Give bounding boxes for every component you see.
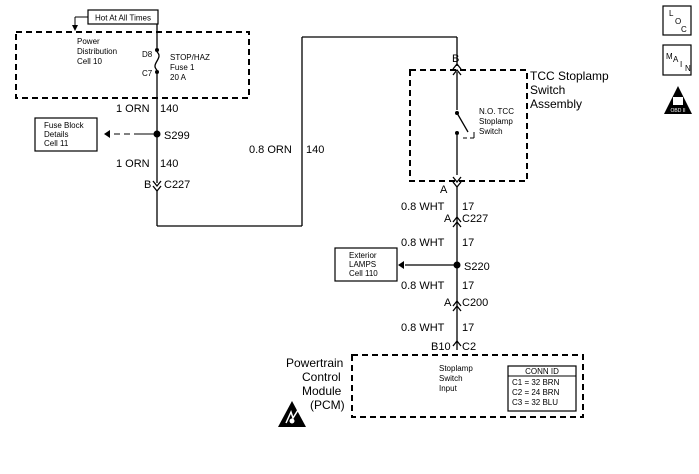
- esd-warning-icon: [278, 401, 306, 427]
- connector-b10-pin: B10: [431, 341, 451, 353]
- pd-line2: Distribution: [77, 47, 117, 56]
- switch-line2: Stoplamp: [479, 117, 513, 126]
- wire-right-2-circuit: 17: [462, 237, 474, 249]
- pcm-box: Powertrain Control Module (PCM) Stoplamp…: [286, 354, 584, 418]
- fuse-icon: [154, 24, 160, 74]
- conn-id-table: CONN ID C1 = 32 BRN C2 = 24 BRN C3 = 32 …: [507, 365, 577, 412]
- fuse-block-line3: Cell 11: [44, 139, 69, 148]
- wire-right-3-label: 0.8 WHT: [401, 280, 445, 292]
- splice-s220-dot: [453, 261, 461, 269]
- power-distribution-box: Power Distribution Cell 10 D8 C7 STOP/HA…: [15, 31, 250, 99]
- wire-middle-label: 0.8 ORN: [249, 144, 292, 156]
- obd-label: OBD II: [670, 108, 685, 114]
- main-icon[interactable]: M A I N: [662, 44, 692, 76]
- wire-right-1-label: 0.8 WHT: [401, 201, 445, 213]
- wire-middle-circuit: 140: [306, 144, 324, 156]
- switch-assembly-line3: Assembly: [530, 97, 582, 111]
- pcm-line3: Module: [302, 384, 342, 398]
- fuse-block-reference: Fuse Block Details Cell 11: [34, 117, 154, 152]
- connector-a-c200-name: C200: [462, 297, 488, 309]
- wire-right-3-circuit: 17: [462, 280, 474, 292]
- switch-assembly-box: TCC Stoplamp Switch Assembly B: [409, 53, 609, 182]
- wire-right-4-label: 0.8 WHT: [401, 322, 445, 334]
- conn-id-title: CONN ID: [525, 367, 559, 376]
- obd-ii-icon[interactable]: OBD II: [664, 86, 692, 114]
- switch-line3: Switch: [479, 127, 503, 136]
- right-wire: A 0.8 WHT 17 A C227 0.8 WHT 17 S220 0.8 …: [401, 176, 490, 353]
- loc-letter: O: [675, 17, 681, 26]
- splice-s220-label: S220: [464, 261, 490, 273]
- pd-line3: Cell 10: [77, 57, 102, 66]
- connector-a-c200-pin: A: [444, 297, 452, 309]
- connector-b-c227-name: C227: [164, 179, 190, 191]
- wire-right-2-label: 0.8 WHT: [401, 237, 445, 249]
- hot-at-all-times-label: Hot At All Times: [72, 9, 159, 31]
- main-letter: N: [685, 64, 691, 73]
- splice-s299-label: S299: [164, 130, 190, 142]
- switch-assembly-line1: TCC Stoplamp: [530, 69, 609, 83]
- conn-id-row: C3 = 32 BLU: [512, 398, 558, 407]
- switch-pin-b: B: [452, 53, 459, 65]
- wire-left-upper-label: 1 ORN: [116, 103, 150, 115]
- location-icon[interactable]: L O C: [662, 5, 692, 36]
- fuse-block-line1: Fuse Block: [44, 121, 85, 130]
- stoplamp-switch-icon: N.O. TCC Stoplamp Switch: [455, 107, 514, 175]
- exterior-line1: Exterior: [349, 251, 377, 260]
- wire-right-4-circuit: 17: [462, 322, 474, 334]
- main-letter: A: [673, 55, 679, 64]
- pcm-input-line3: Input: [439, 384, 458, 393]
- pcm-input-line2: Switch: [439, 374, 463, 383]
- connector-c2-name: C2: [462, 341, 476, 353]
- splice-s299-dot: [153, 130, 161, 138]
- pd-line1: Power: [77, 37, 100, 46]
- wire-left-lower-circuit: 140: [160, 158, 178, 170]
- exterior-lamps-reference: Exterior LAMPS Cell 110: [334, 247, 454, 282]
- left-wire: 1 ORN 140 S299 1 ORN 140 B C227: [116, 74, 302, 227]
- hot-label-text: Hot At All Times: [95, 14, 151, 23]
- switch-pin-a: A: [440, 184, 448, 196]
- conn-id-row: C1 = 32 BRN: [512, 378, 560, 387]
- exterior-line2: LAMPS: [349, 260, 376, 269]
- wire-right-1-circuit: 17: [462, 201, 474, 213]
- switch-line1: N.O. TCC: [479, 107, 514, 116]
- pcm-line2: Control: [302, 370, 341, 384]
- main-letter: I: [680, 60, 682, 69]
- wire-left-upper-circuit: 140: [160, 103, 178, 115]
- middle-wire: 0.8 ORN 140: [249, 36, 458, 226]
- fuse-block-line2: Details: [44, 130, 68, 139]
- switch-assembly-line2: Switch: [530, 83, 565, 97]
- pcm-line1: Powertrain: [286, 356, 343, 370]
- connector-b-c227-pin: B: [144, 179, 151, 191]
- connector-a-c227-pin: A: [444, 213, 452, 225]
- conn-id-row: C2 = 24 BRN: [512, 388, 560, 397]
- connector-a-c227-name: C227: [462, 213, 488, 225]
- pcm-input-line1: Stoplamp: [439, 364, 473, 373]
- fuse-line2: Fuse 1: [170, 63, 195, 72]
- wire-left-lower-label: 1 ORN: [116, 158, 150, 170]
- loc-letter: C: [681, 25, 687, 34]
- main-letter: M: [666, 52, 673, 61]
- fuse-pin-c7: C7: [142, 69, 153, 78]
- loc-letter: L: [669, 9, 674, 18]
- fuse-line3: 20 A: [170, 73, 187, 82]
- exterior-line3: Cell 110: [349, 269, 378, 278]
- fuse-pin-d8: D8: [142, 50, 153, 59]
- pcm-line4: (PCM): [310, 398, 345, 412]
- fuse-line1: STOP/HAZ: [170, 53, 210, 62]
